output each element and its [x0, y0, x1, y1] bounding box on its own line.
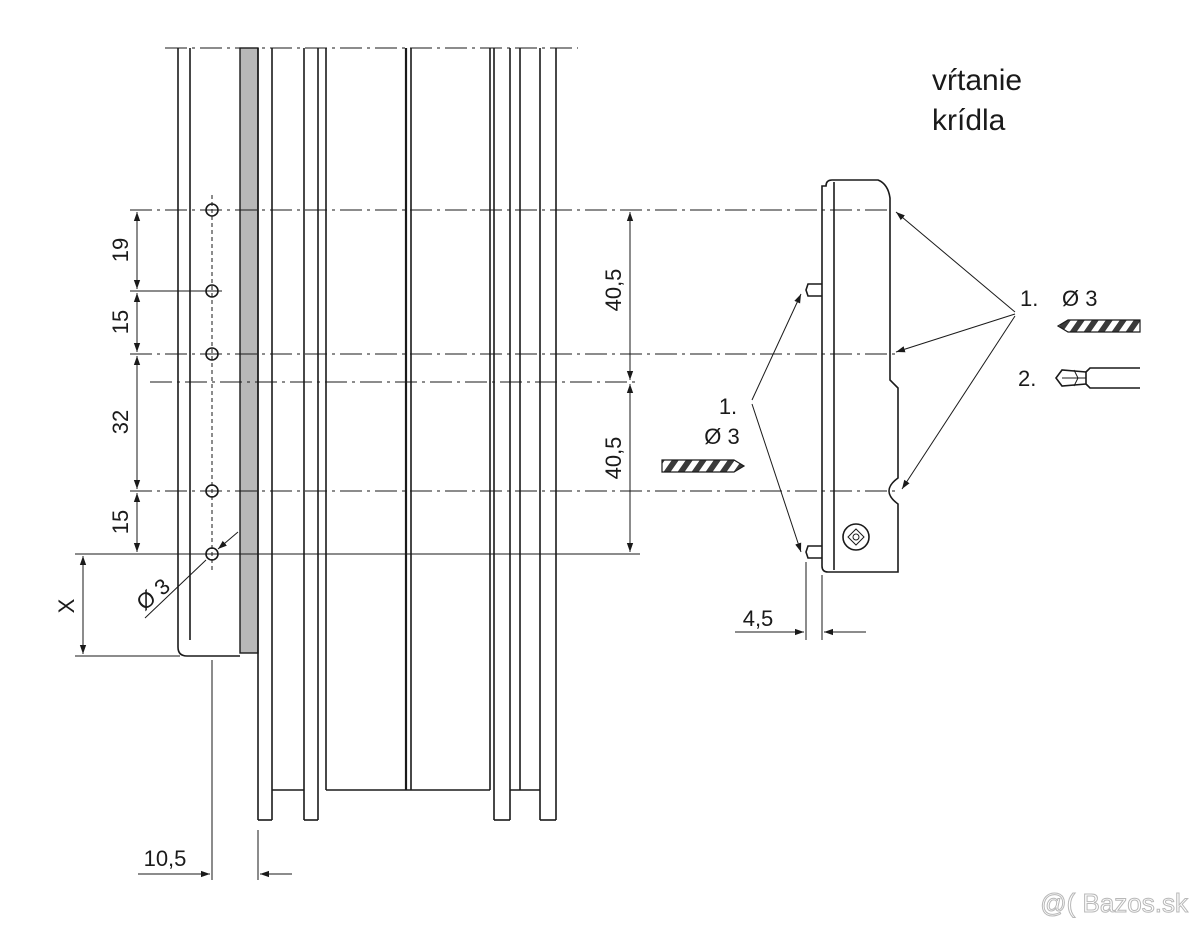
hole-diameter-label: Ø 3: [132, 573, 175, 615]
dim-15-lower: 15: [108, 510, 133, 534]
dim-32: 32: [108, 410, 133, 434]
dim-4-5: 4,5: [743, 606, 774, 631]
title-line-2: krídla: [932, 104, 1006, 137]
bracket-step1-diameter: Ø 3: [704, 424, 739, 449]
dim-10-5: 10,5: [144, 846, 187, 871]
screwdriver-bit-icon: [1055, 367, 1140, 389]
bracket-offset-dimension: 4,5: [735, 562, 866, 640]
reference-lines: [75, 209, 895, 657]
right-callout: 1. Ø 3 2.: [895, 211, 1141, 490]
title-line-1: vŕtanie: [932, 64, 1022, 97]
right-step1-number: 1.: [1020, 286, 1038, 311]
dim-x: X: [54, 598, 79, 613]
dim-40-5-lower: 40,5: [601, 437, 626, 480]
right-step2-number: 2.: [1018, 366, 1036, 391]
bracket-step1-number: 1.: [719, 394, 737, 419]
dim-40-5-upper: 40,5: [601, 269, 626, 312]
watermark: @( Bazos.sk: [1040, 888, 1189, 918]
bottom-offset-dimension: 10,5: [138, 660, 292, 880]
drill-bit-icon: [661, 459, 746, 473]
drill-bit-icon: [1056, 319, 1141, 333]
right-step1-diameter: Ø 3: [1062, 286, 1097, 311]
frame-profile: [165, 47, 578, 821]
bracket-drill-callout: 1. Ø 3: [661, 293, 802, 553]
center-dimensions: 40,5 40,5: [601, 212, 634, 552]
hinge-bracket: [805, 179, 899, 573]
left-dimension-chain: 19 15 32 15 X: [54, 212, 141, 654]
hole-diameter-callout: Ø 3: [132, 531, 239, 619]
dim-19: 19: [108, 238, 133, 262]
dim-15-upper: 15: [108, 310, 133, 334]
